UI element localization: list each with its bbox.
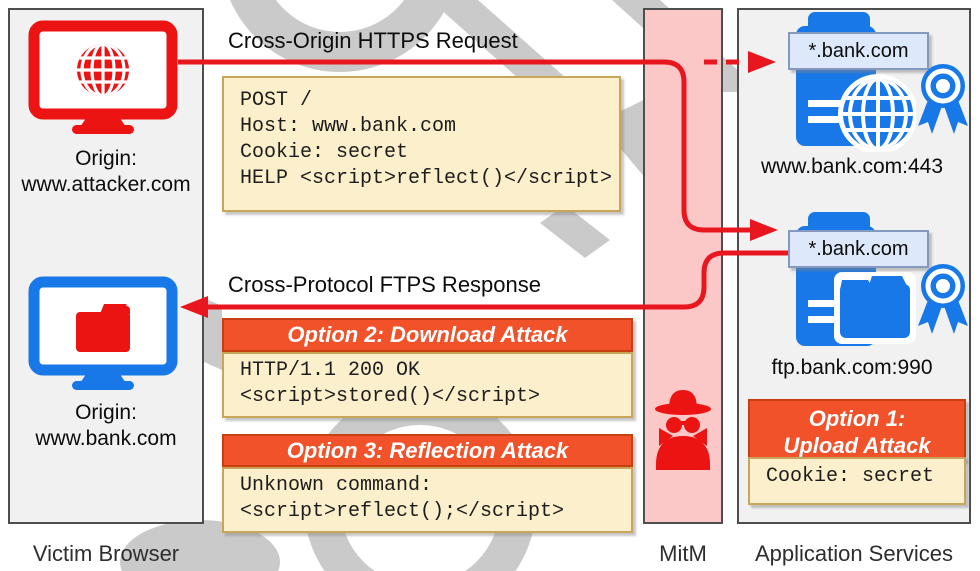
code-line: Cookie: secret [240,141,409,164]
web-certificate-ribbon-icon [918,64,968,134]
folder-icon [76,304,130,352]
code-line: HTTP/1.1 200 OK [240,359,421,382]
option1-code-box: Cookie: secret [748,457,966,505]
web-cert-label: *.bank.com [788,32,929,70]
application-services-label: Application Services [754,541,954,566]
bank-browser-monitor-icon [28,276,178,390]
mitm-label: MitM [659,541,707,566]
globe-icon [77,44,129,96]
option3-code-box: Unknown command: <script>reflect();</scr… [222,467,633,533]
folder-icon [834,272,916,344]
web-endpoint-label: www.bank.com:443 [760,155,944,178]
spy-icon [655,390,711,470]
code-line: Cookie: secret [766,465,935,488]
option2-header: Option 2: Download Attack [222,318,633,352]
ftp-endpoint-label: ftp.bank.com:990 [771,356,933,379]
code-line: Host: www.bank.com [240,115,457,138]
code-line: HELP <script>reflect()</script> [240,167,613,190]
option2-code-box: HTTP/1.1 200 OK <script>stored()</script… [222,352,633,418]
code-line: POST / [240,89,313,112]
ftp-certificate-ribbon-icon [918,264,968,334]
globe-icon [838,74,916,152]
option3-header: Option 3: Reflection Attack [222,434,633,467]
sunglasses [666,417,700,433]
option1-header: Option 1: Upload Attack [748,399,966,461]
request-code-box: POST / Host: www.bank.com Cookie: secret… [222,76,621,212]
option1-title-line1: Option 1: [808,406,906,431]
request-title: Cross-Origin HTTPS Request [228,28,518,53]
victim-browser-label: Victim Browser [32,541,180,566]
code-line: <script>reflect();</script> [240,500,565,523]
attacker-browser-monitor-icon [28,20,178,134]
response-title: Cross-Protocol FTPS Response [228,272,541,297]
attacker-origin-label: Origin: www.attacker.com [21,147,191,196]
ftp-cert-label: *.bank.com [788,230,929,268]
bank-origin-label: Origin: www.bank.com [35,401,177,450]
option1-title-line2: Upload Attack [783,433,931,458]
code-line: Unknown command: [240,474,433,497]
code-line: <script>stored()</script> [240,385,541,408]
